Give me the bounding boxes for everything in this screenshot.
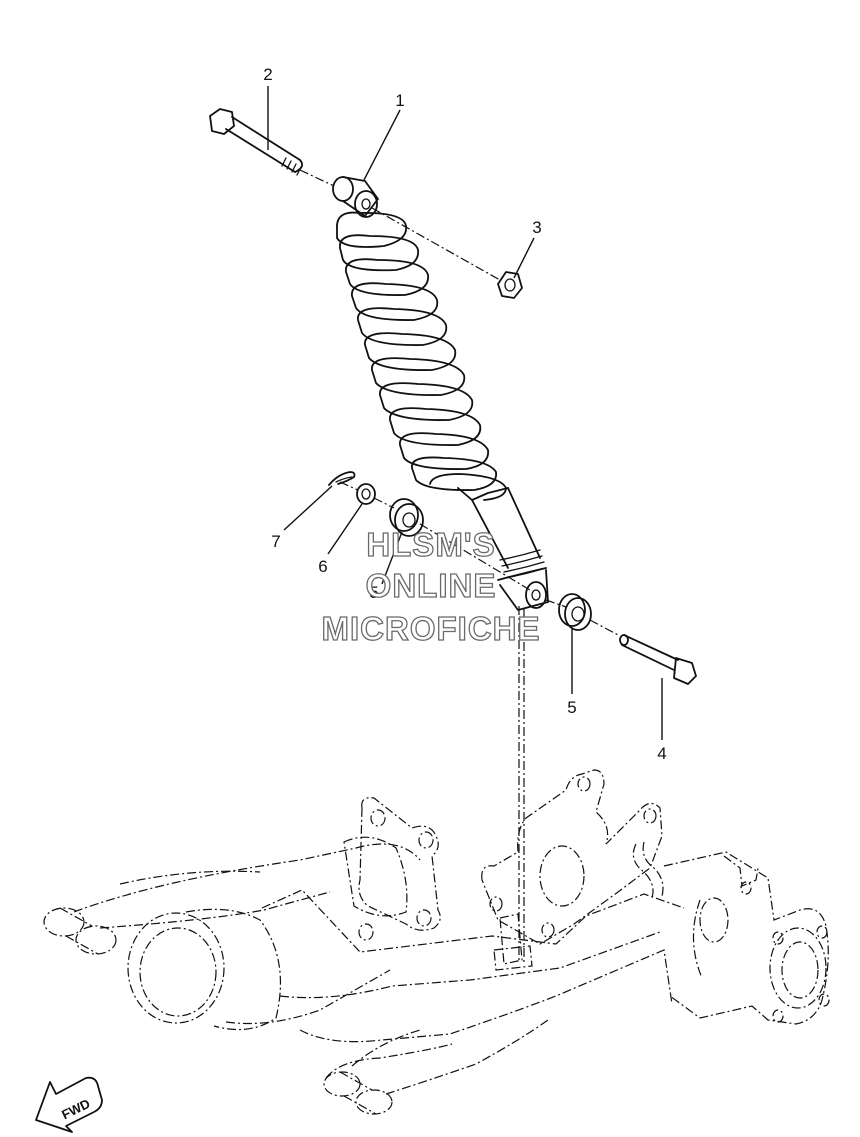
callout-5-upper: 5 [369,583,378,602]
swing-arm [43,769,830,1115]
damper-body [457,487,549,611]
washer-part-6 [356,483,376,505]
callout-7: 7 [271,532,280,551]
leader-lines [267,86,663,740]
callout-3: 3 [532,218,541,237]
watermark: HLSM'S ONLINE MICROFICHE [321,525,541,647]
fwd-label: FWD [59,1096,92,1122]
callout-2: 2 [263,65,272,84]
clip-part-7 [328,471,356,486]
bushing-part-5-upper [389,498,424,537]
bushing-part-5-lower [558,593,592,631]
shock-absorber-part-1 [332,176,549,611]
callout-5-lower: 5 [567,698,576,717]
callout-4: 4 [657,744,666,763]
watermark-line-2: ONLINE [366,567,497,604]
callout-6: 6 [318,557,327,576]
assembly-centerlines [299,169,621,962]
pin-part-4 [619,634,697,685]
watermark-line-1: HLSM'S [366,526,495,563]
callout-1: 1 [395,91,404,110]
callouts: 1 2 3 4 5 5 6 7 [263,65,666,763]
nut-part-3 [497,271,523,299]
bolt-part-2 [209,108,304,176]
fwd-arrow-badge: FWD [35,1076,103,1133]
watermark-line-3: MICROFICHE [322,610,541,647]
coil-spring [336,211,507,501]
